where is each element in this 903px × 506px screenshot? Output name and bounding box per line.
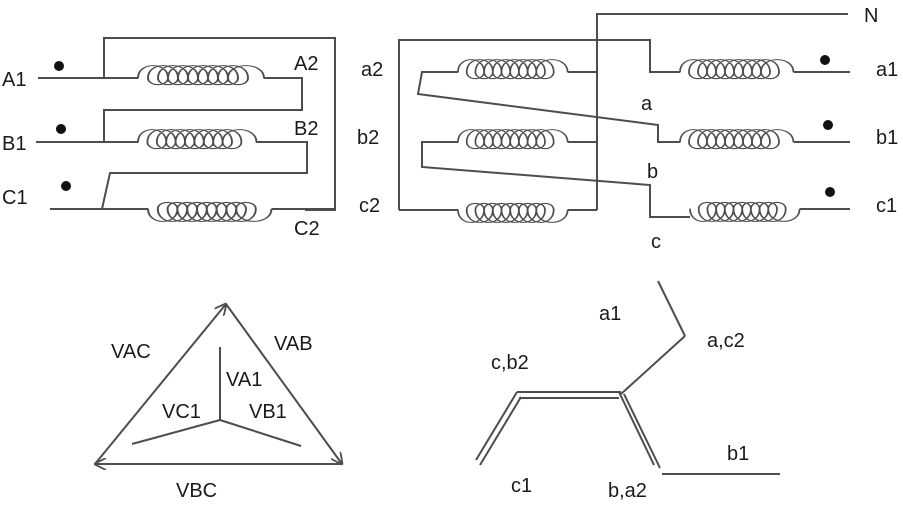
polarity-dot-sec-b1 — [823, 120, 833, 130]
label-c: c — [651, 231, 661, 253]
label-vc1: VC1 — [162, 401, 201, 423]
polarity-dot-sec-c1 — [825, 187, 835, 197]
label-b-a2: b,a2 — [608, 480, 647, 502]
label-a2: a2 — [361, 59, 383, 81]
polarity-dot-c1 — [61, 181, 71, 191]
coil-b2-secondary — [457, 129, 569, 150]
label-c-b2: c,b2 — [491, 352, 529, 374]
secondary-a-left-lead — [416, 71, 680, 143]
neutral-wire — [596, 13, 848, 210]
label-c2: c2 — [359, 195, 380, 217]
label-sec-a1: a1 — [599, 303, 621, 325]
label-A2: A2 — [294, 53, 318, 75]
primary-phasor-diagram: VAC VAB VBC VA1 VC1 VB1 — [95, 304, 342, 502]
label-C2: C2 — [294, 218, 320, 240]
label-b: b — [647, 161, 658, 183]
phasor-a2-left — [618, 391, 655, 466]
phasor-vb1 — [219, 419, 302, 447]
phasor-c2-segment — [620, 335, 686, 395]
label-va1: VA1 — [226, 369, 262, 391]
phasor-c1-left — [475, 391, 518, 461]
label-vac: VAC — [111, 341, 151, 363]
label-a1: a1 — [876, 59, 898, 81]
primary-a2-b1-link — [103, 77, 303, 142]
polarity-dot-a1 — [54, 61, 64, 71]
label-a-c2: a,c2 — [707, 330, 745, 352]
label-B2: B2 — [294, 118, 318, 140]
phasor-vac — [94, 304, 226, 465]
secondary-b-left-lead — [421, 141, 690, 218]
secondary-phasor-diagram: a1 a,c2 c,b2 b1 c1 b,a2 — [475, 280, 780, 502]
coil-c2-secondary — [457, 202, 569, 223]
coil-b-primary — [137, 129, 258, 150]
label-B1: B1 — [2, 133, 26, 155]
coil-a2-secondary — [457, 59, 569, 80]
secondary-windings: a2 b2 c2 a1 b1 c1 a b c N — [357, 5, 898, 253]
label-A1: A1 — [2, 69, 26, 91]
label-vb1: VB1 — [249, 401, 287, 423]
label-N: N — [864, 5, 878, 27]
phasor-a2-right — [623, 393, 661, 469]
label-sec-b1: b1 — [727, 443, 749, 465]
phasor-vab — [225, 303, 342, 464]
coil-a1-secondary — [679, 59, 795, 80]
coil-b1-secondary — [679, 129, 795, 150]
phasor-vc1 — [131, 419, 221, 445]
phasor-c1-right — [479, 396, 522, 466]
coil-c1-secondary — [689, 201, 801, 222]
primary-b2-c1-link — [101, 141, 308, 210]
polarity-dot-b1 — [56, 124, 66, 134]
label-vbc: VBC — [176, 480, 217, 502]
label-c1: c1 — [876, 195, 897, 217]
label-vab: VAB — [274, 333, 313, 355]
phasor-a1-segment — [657, 280, 686, 337]
coil-a-primary — [137, 65, 265, 86]
coil-c-primary — [147, 201, 273, 222]
label-sec-c1: c1 — [511, 475, 532, 497]
label-a: a — [641, 93, 653, 115]
polarity-dot-sec-a1 — [820, 55, 830, 65]
label-b1: b1 — [876, 127, 898, 149]
primary-windings: A1 B1 C1 A2 B2 C2 — [2, 37, 336, 240]
primary-a1-wire — [38, 37, 336, 211]
secondary-outer-frame — [398, 39, 680, 210]
label-b2: b2 — [357, 127, 379, 149]
label-C1: C1 — [2, 187, 28, 209]
